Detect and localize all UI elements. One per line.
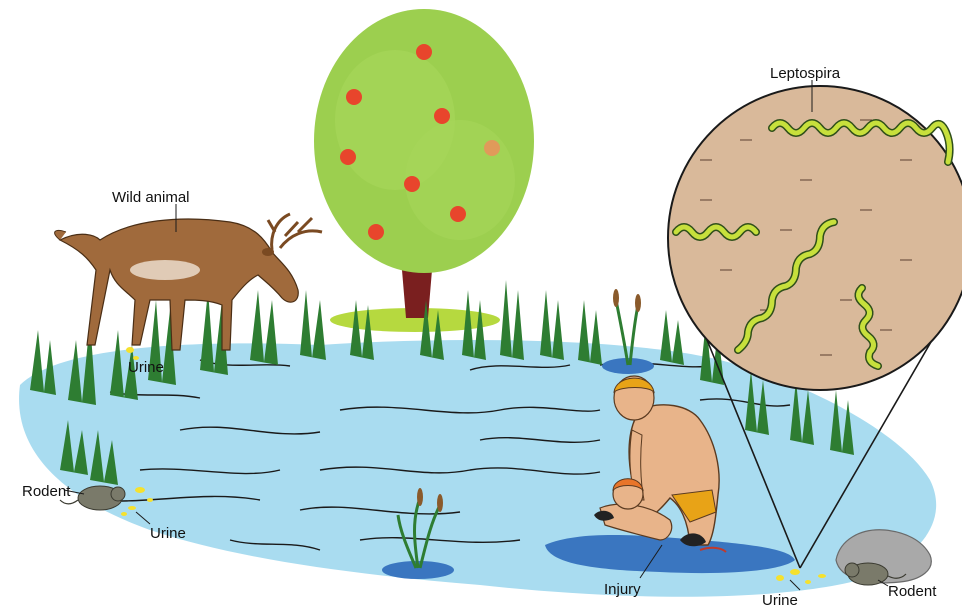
- label-urine-deer: Urine: [128, 359, 164, 376]
- label-wild-animal: Wild animal: [112, 189, 190, 206]
- fruit-tree: [314, 9, 534, 332]
- label-urine-left: Urine: [150, 525, 186, 542]
- wild-animal-deer: [55, 214, 322, 350]
- tree-trunk: [402, 270, 432, 318]
- label-rodent-right: Rodent: [888, 583, 937, 600]
- label-rodent-left: Rodent: [22, 483, 71, 500]
- label-injury: Injury: [604, 581, 641, 598]
- label-urine-right: Urine: [762, 592, 798, 609]
- deer-antlers: [268, 214, 322, 250]
- label-leptospira: Leptospira: [770, 65, 841, 82]
